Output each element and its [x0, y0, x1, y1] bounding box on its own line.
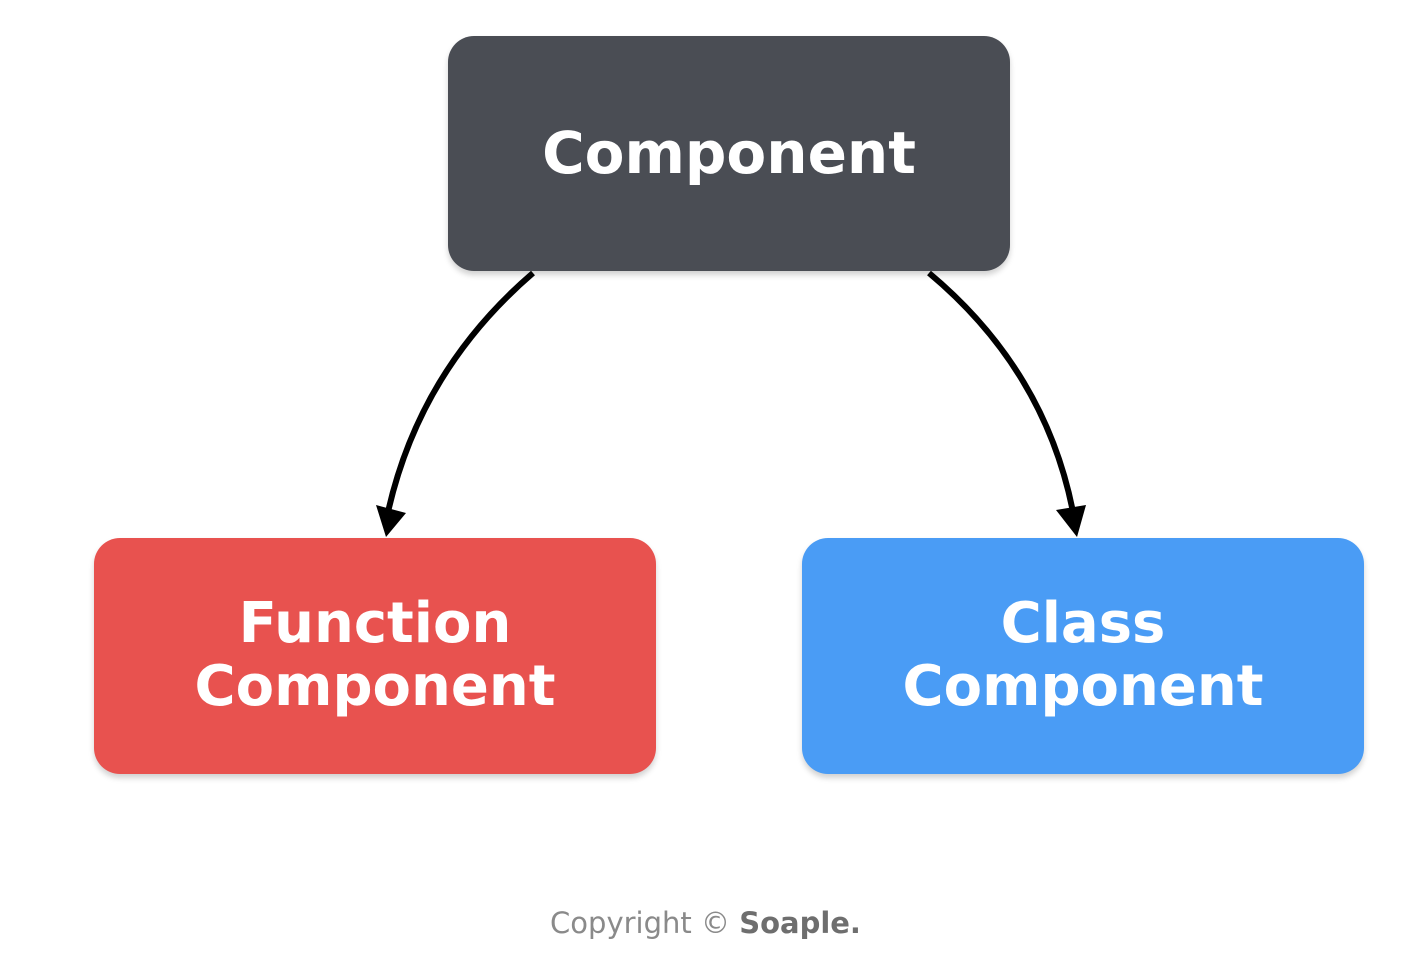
component-node: Component: [448, 36, 1010, 271]
function-component-node: Function Component: [94, 538, 656, 774]
class-component-label-line1: Class: [1000, 591, 1166, 657]
copyright-footer: Copyright © Soaple.: [0, 906, 1411, 940]
class-component-label-line2: Component: [902, 654, 1264, 719]
class-component-node: Class Component: [802, 538, 1364, 774]
function-component-label-line2: Component: [194, 654, 556, 719]
brand-name: Soaple.: [739, 906, 861, 940]
function-component-label-line1: Function: [238, 591, 512, 657]
arrowhead-class: [1056, 505, 1086, 537]
component-node-label: Component: [542, 119, 916, 188]
arrowhead-function: [376, 505, 406, 537]
arrow-root-to-function: [385, 270, 535, 513]
copyright-text: Copyright ©: [550, 906, 730, 940]
arrow-root-to-class: [927, 270, 1076, 513]
